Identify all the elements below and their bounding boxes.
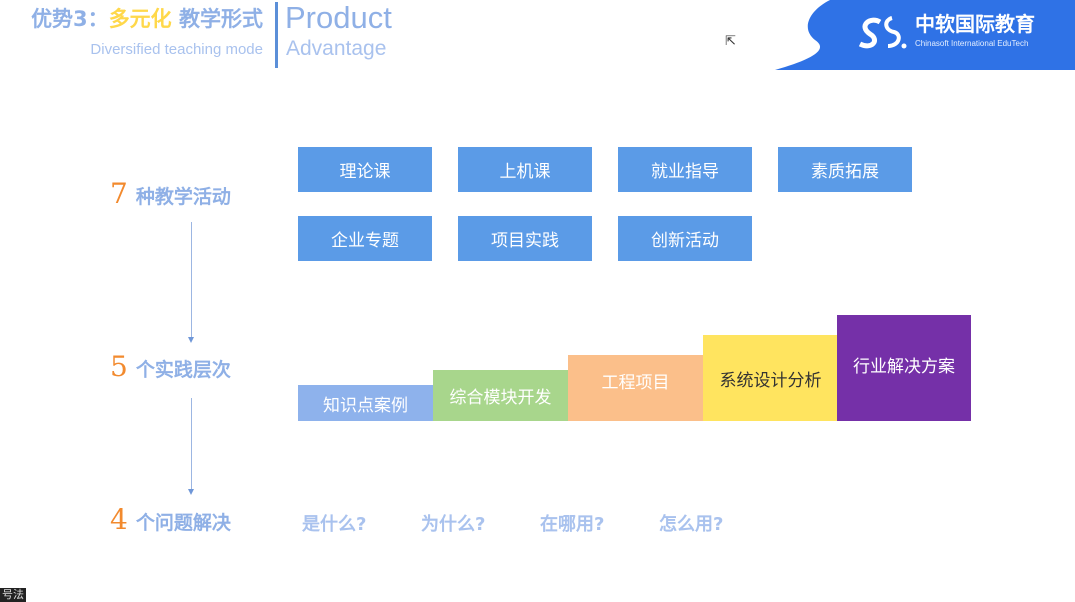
footer-caption: 号法 [0, 588, 26, 602]
advantage-label: Advantage [286, 37, 387, 60]
logo-name: 中软国际教育 [915, 12, 1035, 36]
activity-box: 就业指导 [618, 147, 752, 192]
section-number: 7 [110, 177, 128, 210]
slide-title: 优势3：多元化 教学形式 [31, 6, 263, 32]
title-highlight: 多元化 [108, 7, 172, 31]
level-step: 行业解决方案 [837, 315, 971, 421]
level-step: 综合模块开发 [433, 370, 568, 421]
question: 在哪用? [540, 514, 605, 535]
logo-icon [858, 17, 882, 49]
title-divider [275, 2, 278, 68]
arrow-down-icon [188, 398, 194, 495]
activity-box: 创新活动 [618, 216, 752, 261]
question: 是什么? [302, 514, 367, 535]
arrow-down-icon [188, 222, 194, 343]
activity-box: 项目实践 [458, 216, 592, 261]
activity-box: 上机课 [458, 147, 592, 192]
section-questions: 4 个问题解决 [110, 504, 231, 539]
slide-subtitle: Diversified teaching mode [90, 41, 263, 58]
section-levels: 5 个实践层次 [110, 351, 231, 386]
logo-subtitle: Chinasoft International EduTech [915, 39, 1029, 48]
section-activities: 7 种教学活动 [110, 178, 231, 213]
section-label: 个实践层次 [135, 359, 231, 381]
section-label: 个问题解决 [135, 512, 231, 534]
level-step: 系统设计分析 [703, 335, 838, 421]
level-step: 知识点案例 [298, 385, 433, 421]
title-suffix: 教学形式 [171, 7, 263, 31]
activity-box: 理论课 [298, 147, 432, 192]
product-label: Product [285, 0, 392, 35]
logo-banner [775, 0, 1075, 70]
activity-box: 素质拓展 [778, 147, 912, 192]
question: 怎么用? [659, 514, 724, 535]
activity-box: 企业专题 [298, 216, 432, 261]
level-step: 工程项目 [568, 355, 703, 421]
section-number: 4 [110, 503, 128, 536]
mouse-cursor-icon: ⇱ [725, 34, 736, 49]
section-number: 5 [110, 350, 128, 383]
section-label: 种教学活动 [135, 186, 231, 208]
title-prefix: 优势3： [31, 7, 109, 31]
question: 为什么? [421, 514, 486, 535]
